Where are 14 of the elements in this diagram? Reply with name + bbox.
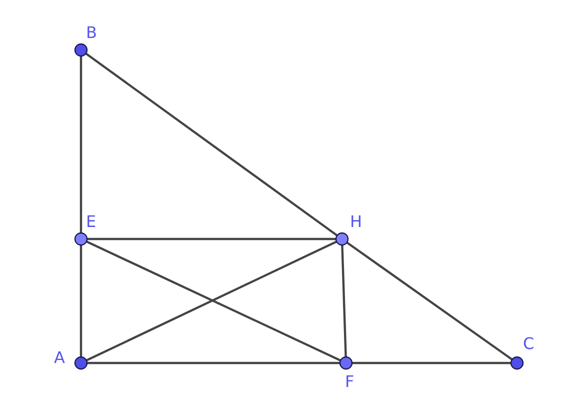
- line-segment: [80, 245, 82, 357]
- point-label: H: [350, 213, 362, 231]
- line-segment: [352, 362, 511, 364]
- line-segment: [346, 242, 513, 360]
- line-segment: [87, 362, 340, 364]
- line-segment: [87, 238, 336, 240]
- point-label: C: [523, 335, 534, 353]
- point-label: A: [54, 349, 65, 367]
- point-label: E: [86, 213, 96, 231]
- line-segment: [85, 52, 338, 236]
- point-label: B: [86, 24, 97, 42]
- line-segment: [80, 56, 82, 233]
- line-segment: [341, 244, 347, 358]
- point-label: F: [345, 373, 354, 391]
